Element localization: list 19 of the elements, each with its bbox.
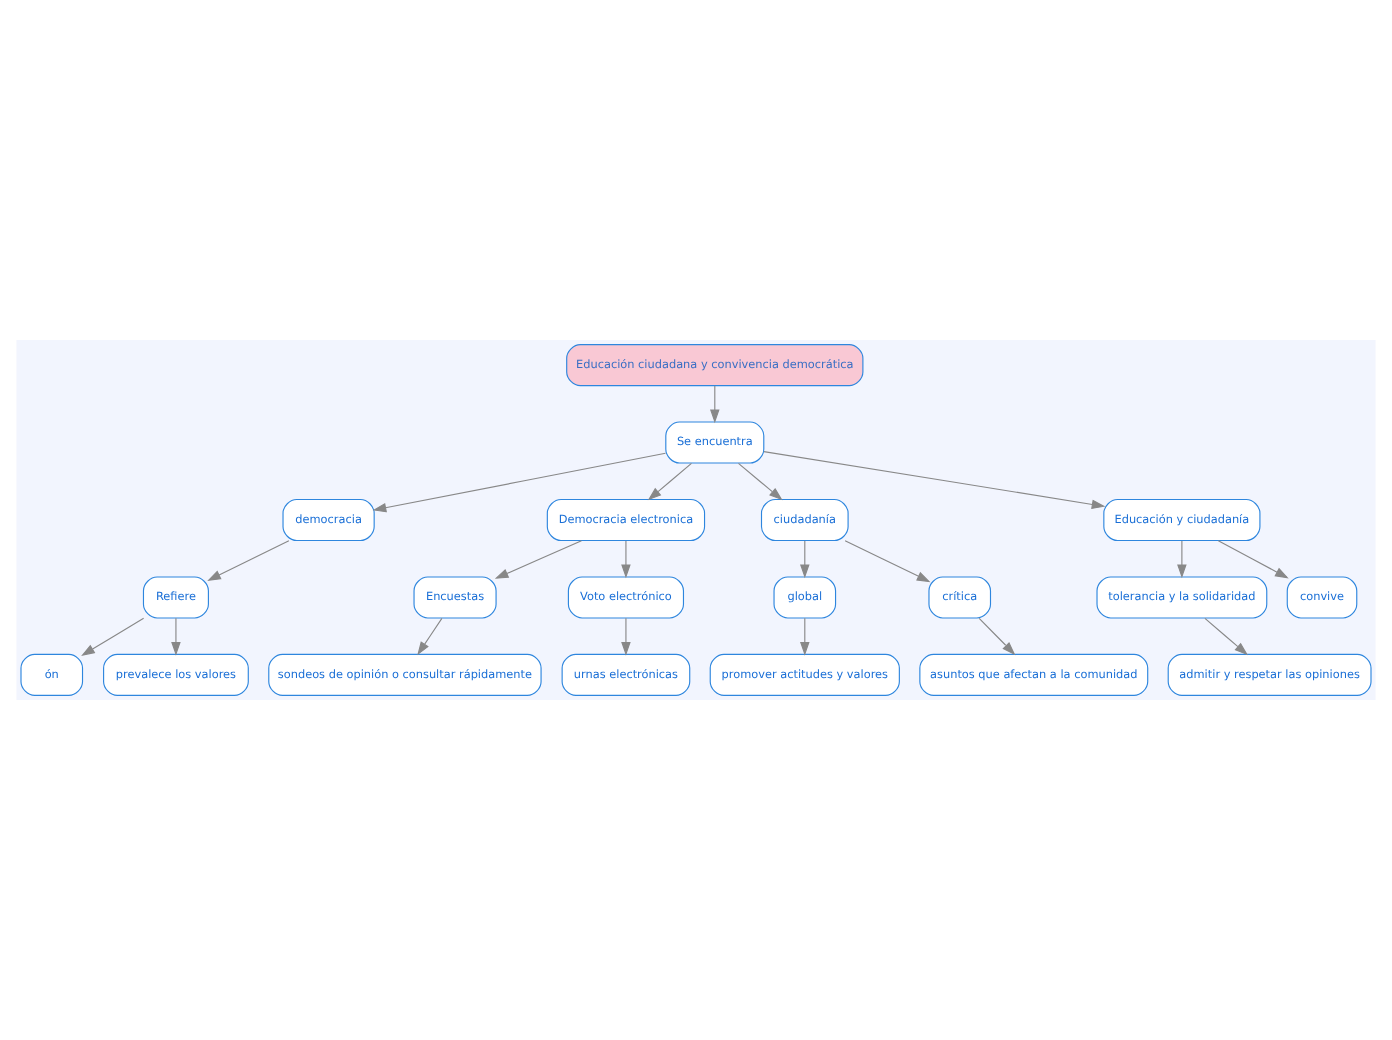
arrow <box>737 462 783 501</box>
arrow <box>417 617 443 656</box>
arrow <box>621 540 631 579</box>
arrow <box>1217 540 1289 579</box>
arrow <box>1204 617 1248 656</box>
arrow <box>710 385 720 424</box>
arrow <box>800 617 810 656</box>
arrow <box>763 451 1106 510</box>
arrow <box>647 462 693 501</box>
arrow <box>844 540 931 583</box>
arrow <box>207 540 290 581</box>
arrow <box>800 540 810 579</box>
arrow <box>1177 540 1187 579</box>
arrow <box>171 617 181 656</box>
arrow <box>372 452 667 513</box>
arrow <box>494 540 583 579</box>
arrow <box>81 617 145 656</box>
arrow <box>978 617 1016 656</box>
arrow <box>621 617 631 656</box>
